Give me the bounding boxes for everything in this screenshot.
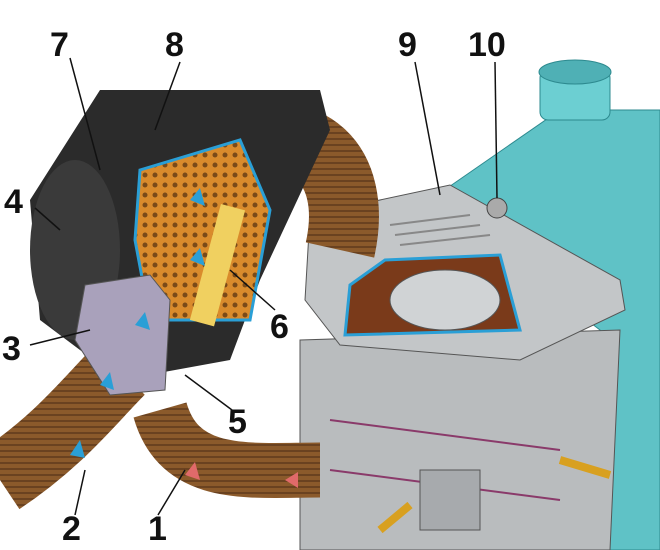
carburetor <box>299 329 621 550</box>
cold-air-hose <box>133 400 321 498</box>
callout-8: 8 <box>165 26 184 64</box>
callout-7: 7 <box>50 26 69 64</box>
leader-lines <box>29 57 498 516</box>
callout-9: 9 <box>398 26 417 64</box>
callout-10: 10 <box>468 26 506 64</box>
callout-6: 6 <box>270 308 289 346</box>
callout-3: 3 <box>2 330 21 368</box>
wing-nut <box>486 197 508 219</box>
valve-housing <box>74 274 171 396</box>
callout-1: 1 <box>148 510 167 548</box>
airflow-arrows <box>70 188 205 458</box>
callout-2: 2 <box>62 510 81 548</box>
warm-air-hose <box>0 345 145 510</box>
callout-4: 4 <box>4 183 23 221</box>
callout-5: 5 <box>228 403 247 441</box>
